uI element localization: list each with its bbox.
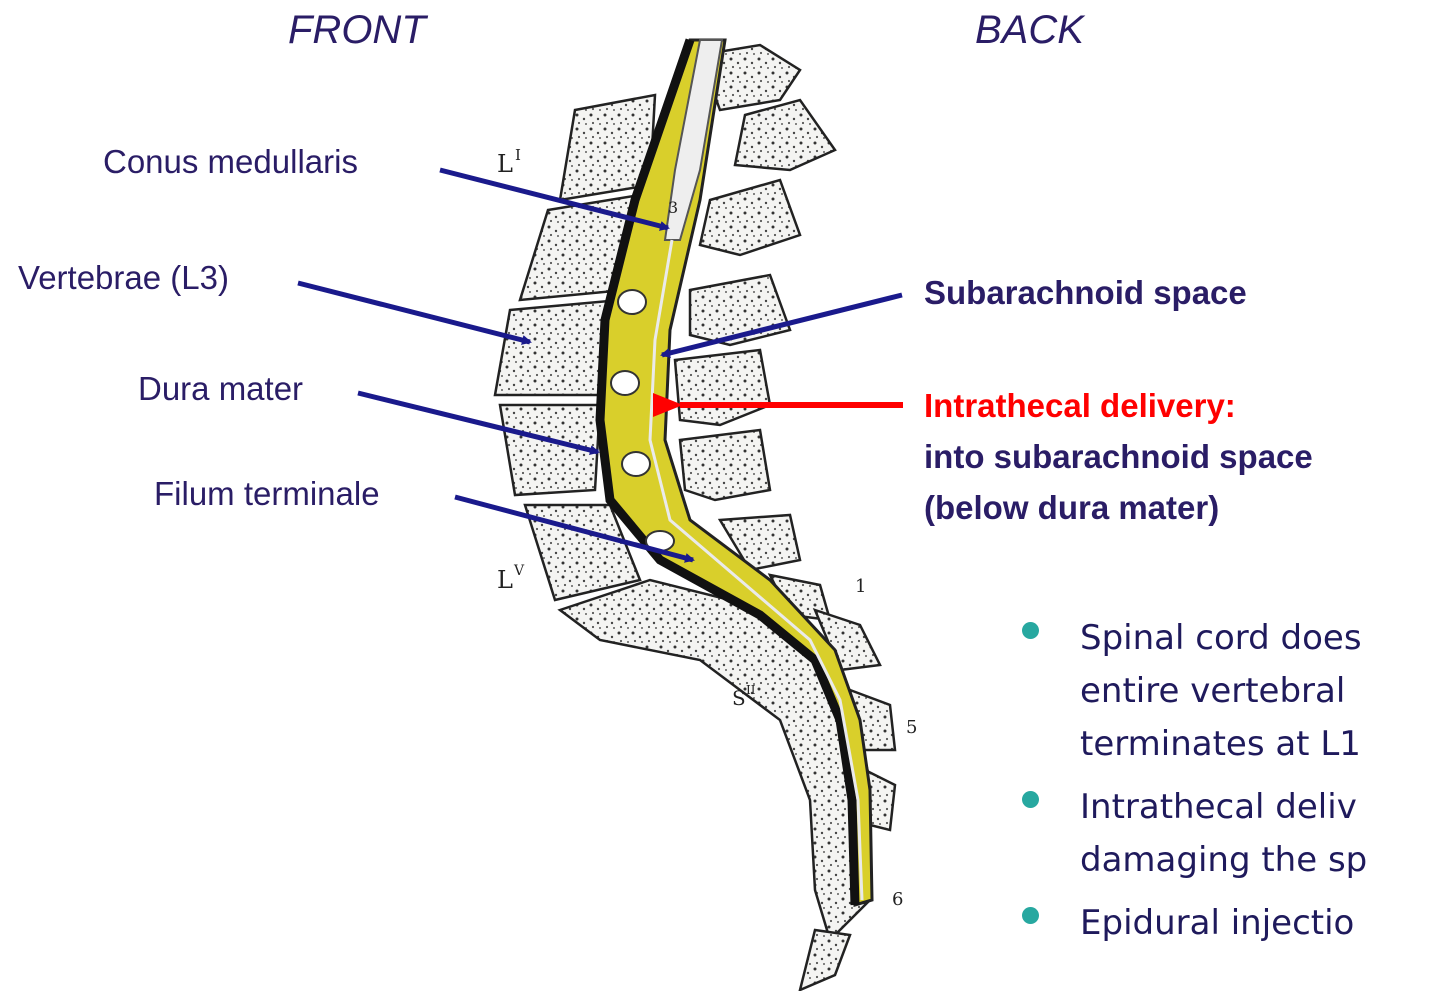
bullet-item: Epidural injectio bbox=[1010, 897, 1429, 950]
bullet-text: entire vertebral bbox=[1080, 665, 1429, 718]
bullet-dot-icon bbox=[1022, 907, 1039, 924]
bullet-dot-icon bbox=[1022, 622, 1039, 639]
label-below-dura: (below dura mater) bbox=[924, 491, 1219, 524]
bullet-list: Spinal cord does entire vertebral termin… bbox=[1010, 612, 1429, 960]
label-vertebrae-l3: Vertebrae (L3) bbox=[18, 261, 229, 294]
mark-l1: L bbox=[497, 150, 513, 178]
coccyx bbox=[800, 930, 850, 990]
bullet-text: Epidural injectio bbox=[1080, 897, 1429, 950]
mark-l5-sup: V bbox=[513, 563, 525, 579]
mark-1: 1 bbox=[855, 576, 866, 597]
mark-5: 5 bbox=[906, 717, 917, 738]
mark-l5: L bbox=[497, 566, 513, 594]
sacrum bbox=[560, 580, 870, 940]
label-into-subarachnoid: into subarachnoid space bbox=[924, 440, 1313, 473]
bullet-text: Intrathecal deliv bbox=[1080, 781, 1429, 834]
mark-s2: S bbox=[732, 686, 746, 710]
label-intrathecal-delivery: Intrathecal delivery: bbox=[924, 389, 1236, 422]
label-conus-medullaris: Conus medullaris bbox=[103, 145, 358, 178]
bullet-item: Intrathecal deliv damaging the sp bbox=[1010, 781, 1429, 887]
mark-6: 6 bbox=[892, 889, 903, 910]
label-filum-terminale: Filum terminale bbox=[154, 477, 380, 510]
back-header: BACK bbox=[975, 10, 1084, 50]
mark-s2-sup: II bbox=[746, 683, 756, 697]
mark-l1-sup: I bbox=[515, 146, 521, 164]
bullet-text: terminates at L1 bbox=[1080, 718, 1429, 771]
label-subarachnoid-space: Subarachnoid space bbox=[924, 276, 1247, 309]
bullet-text: Spinal cord does bbox=[1080, 612, 1429, 665]
mark-3: 3 bbox=[668, 198, 678, 217]
bullet-dot-icon bbox=[1022, 791, 1039, 808]
front-header: FRONT bbox=[288, 10, 426, 50]
arrow-vertebrae bbox=[298, 283, 530, 342]
label-dura-mater: Dura mater bbox=[138, 372, 303, 405]
bullet-text: damaging the sp bbox=[1080, 834, 1429, 887]
bullet-item: Spinal cord does entire vertebral termin… bbox=[1010, 612, 1429, 771]
